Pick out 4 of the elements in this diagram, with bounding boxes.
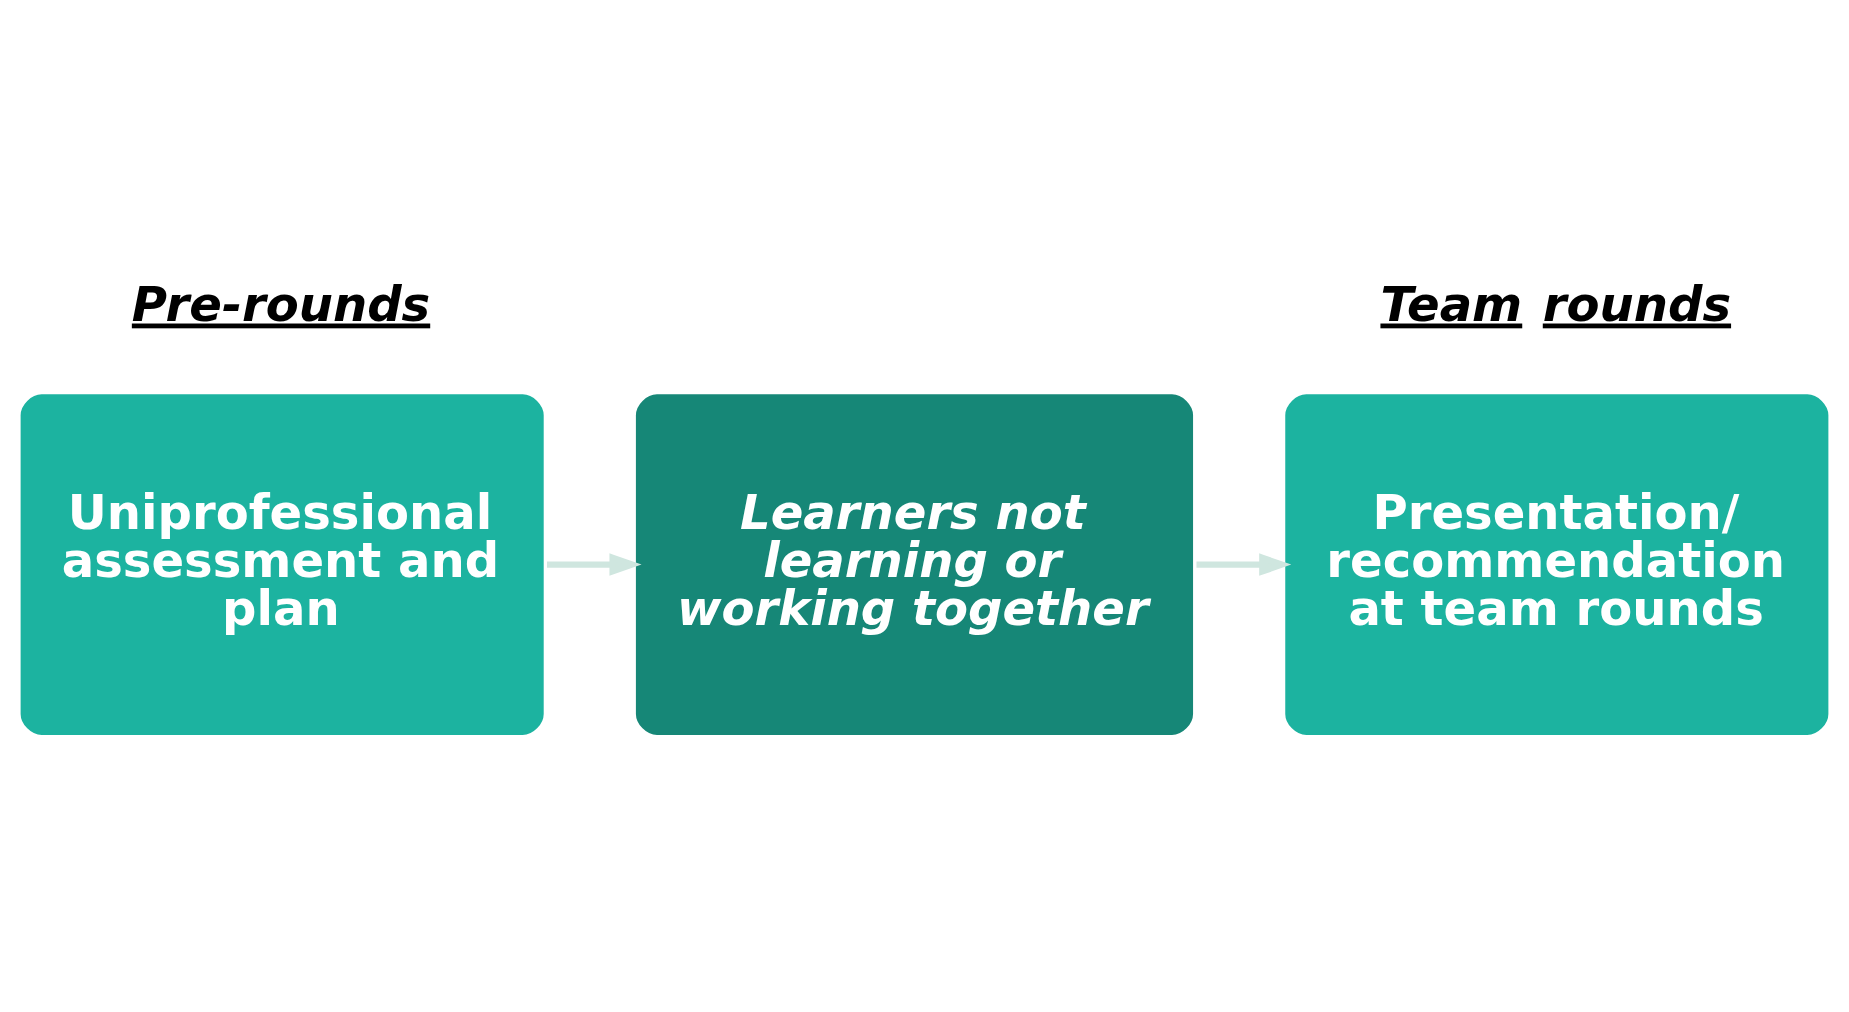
label: Pre-rounds [131,275,431,332]
arrow [547,553,642,576]
label: Team rounds [1380,275,1732,332]
arrow [1196,553,1292,576]
